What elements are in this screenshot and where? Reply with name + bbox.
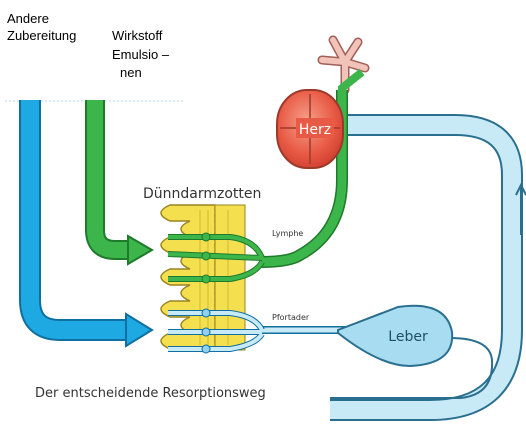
circulation-loop	[330, 125, 526, 410]
wirkstoff-label-line3: nen	[120, 65, 142, 80]
herz-label: Herz	[299, 122, 331, 138]
pfortader-label: Pfortader	[272, 313, 310, 322]
leber-label: Leber	[388, 329, 428, 345]
blue-arrowhead-icon	[126, 314, 152, 346]
blood-capillaries	[168, 309, 262, 353]
green-arrowhead-icon	[128, 236, 152, 264]
lymphe-label: Lymphe	[272, 229, 303, 238]
wirkstoff-label-line1: Wirkstoff	[112, 28, 163, 43]
wirkstoff-label-line2: Emulsio –	[112, 47, 170, 62]
duenndarmzotten-label: Dünndarmzotten	[143, 186, 261, 202]
heart: Herz	[277, 90, 343, 168]
caption: Der entscheidende Resorptionsweg	[35, 386, 266, 401]
andere-label-line1: Andere	[7, 11, 49, 26]
andere-label-line2: Zubereitung	[7, 28, 76, 43]
liver: Leber	[338, 306, 452, 366]
